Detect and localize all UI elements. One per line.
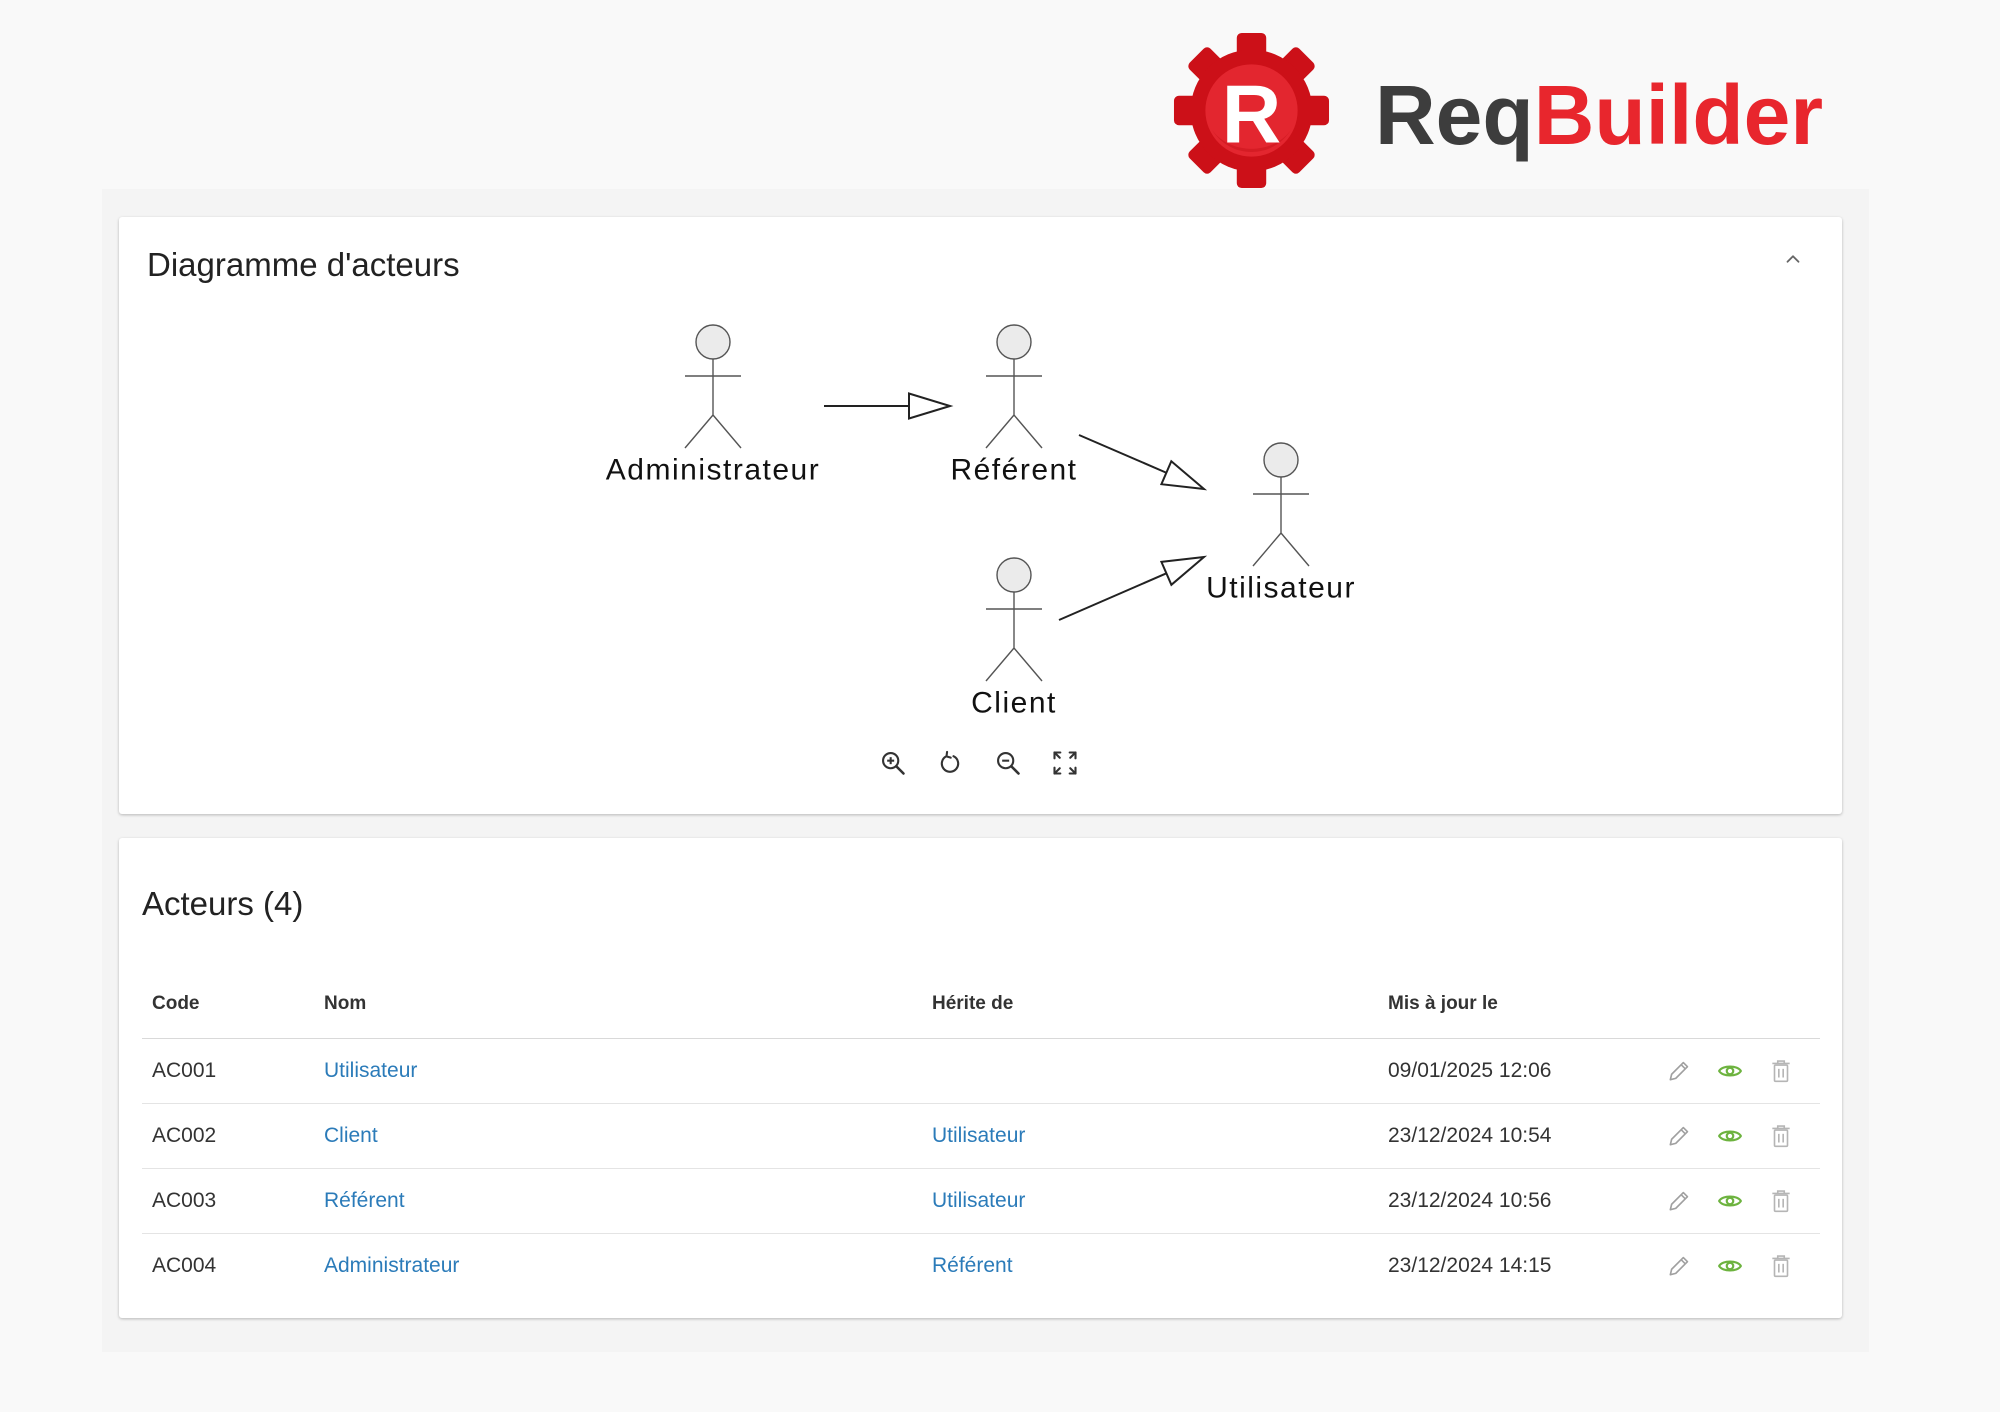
edit-button[interactable] [1666,1188,1692,1214]
view-button[interactable] [1717,1058,1743,1084]
collapse-button[interactable] [1777,243,1809,275]
actor-code-cell: AC004 [152,1254,217,1277]
delete-button[interactable] [1768,1058,1794,1084]
row-actions [1640,1234,1820,1298]
updated-at-cell: 23/12/2024 14:15 [1388,1254,1552,1277]
actor-name-link[interactable]: Administrateur [324,1254,460,1277]
chevron-up-icon [1786,255,1800,263]
view-button[interactable] [1717,1253,1743,1279]
zoom-out-icon [997,752,1020,775]
edit-button[interactable] [1666,1058,1692,1084]
column-header-updated[interactable]: Mis à jour le [1388,993,1498,1014]
actors-card-title: Acteurs (4) [142,885,304,922]
actor-stick-body [985,592,1043,682]
view-icon [1717,1260,1743,1272]
delete-button[interactable] [1768,1253,1794,1279]
edit-icon [1669,1061,1689,1081]
delete-button[interactable] [1768,1123,1794,1149]
arrowhead [1159,459,1208,491]
actor-code-cell: AC003 [152,1189,217,1212]
actor-referent[interactable]: Référent [950,324,1077,487]
row-actions [1640,1169,1820,1233]
zoom-in-icon [882,752,905,775]
edit-icon [1669,1256,1689,1276]
fullscreen-icon [1053,751,1077,775]
actor-stick-body [1252,477,1310,567]
actor-head [996,557,1032,593]
row-actions [1640,1104,1820,1168]
parent-actor-link[interactable]: Référent [932,1254,1013,1277]
view-button[interactable] [1717,1123,1743,1149]
arrowhead [908,392,954,420]
edit-icon [1669,1126,1689,1146]
generalization-arrow [1058,555,1208,621]
updated-at-cell: 09/01/2025 12:06 [1388,1059,1552,1082]
delete-icon [1772,1125,1790,1148]
delete-button[interactable] [1768,1188,1794,1214]
edit-icon [1669,1191,1689,1211]
table-row: AC004 Administrateur Référent 23/12/2024… [142,1234,1820,1298]
brand-name-builder: Builder [1533,68,1824,162]
diagram-card-title: Diagramme d'acteurs [147,246,460,283]
edit-button[interactable] [1666,1253,1692,1279]
table-row: AC002 Client Utilisateur 23/12/2024 10:5… [142,1104,1820,1169]
arrow-line [1058,572,1167,621]
actors-table: Code Nom Hérite de Mis à jour le AC001 U… [142,970,1820,1298]
arrow-line [1078,434,1167,474]
actor-code-cell: AC001 [152,1059,217,1082]
view-icon [1717,1065,1743,1077]
view-icon [1717,1130,1743,1142]
actor-stick-body [684,359,742,449]
actor-head [695,324,731,360]
reset-icon [940,750,960,773]
column-header-code[interactable]: Code [152,993,200,1014]
table-row: AC003 Référent Utilisateur 23/12/2024 10… [142,1169,1820,1234]
logo-letter: R [1222,68,1282,160]
actor-name-link[interactable]: Client [324,1124,378,1147]
delete-icon [1772,1060,1790,1083]
delete-icon [1772,1190,1790,1213]
view-button[interactable] [1717,1188,1743,1214]
actors-list-card: Acteurs (4) Code Nom Hérite de Mis à jou… [119,838,1842,1318]
actor-label: Référent [950,454,1077,487]
updated-at-cell: 23/12/2024 10:56 [1388,1189,1552,1212]
column-header-inherits[interactable]: Hérite de [932,993,1014,1014]
row-actions [1640,1039,1820,1103]
zoom-out-button[interactable] [988,743,1028,783]
brand-name-req: Req [1375,68,1534,162]
brand-wordmark: ReqBuilder [1375,73,1823,157]
actor-label: Utilisateur [1206,572,1356,605]
actor-label: Administrateur [606,454,820,487]
actor-name-link[interactable]: Utilisateur [324,1059,418,1082]
edit-button[interactable] [1666,1123,1692,1149]
table-header-row: Code Nom Hérite de Mis à jour le [142,970,1820,1039]
table-row: AC001 Utilisateur 09/01/2025 12:06 [142,1039,1820,1104]
arrowhead [1159,555,1208,587]
column-header-name[interactable]: Nom [324,993,367,1014]
actor-code-cell: AC002 [152,1124,217,1147]
generalization-arrow [1078,434,1208,491]
zoom-in-button[interactable] [873,743,913,783]
view-icon [1717,1195,1743,1207]
reset-view-button[interactable] [930,743,970,783]
actor-stick-body [985,359,1043,449]
column-header-actions [1640,970,1820,1038]
actor-client[interactable]: Client [971,557,1057,720]
fullscreen-button[interactable] [1045,743,1085,783]
actor-utilisateur[interactable]: Utilisateur [1206,442,1356,605]
actor-name-link[interactable]: Référent [324,1189,405,1212]
generalization-arrow [824,392,954,420]
actor-label: Client [971,687,1057,720]
actor-head [996,324,1032,360]
parent-actor-link[interactable]: Utilisateur [932,1124,1026,1147]
updated-at-cell: 23/12/2024 10:54 [1388,1124,1552,1147]
actor-administrateur[interactable]: Administrateur [606,324,820,487]
parent-actor-link[interactable]: Utilisateur [932,1189,1026,1212]
delete-icon [1772,1255,1790,1278]
actor-head [1263,442,1299,478]
gear-logo-icon: R [1173,32,1330,189]
